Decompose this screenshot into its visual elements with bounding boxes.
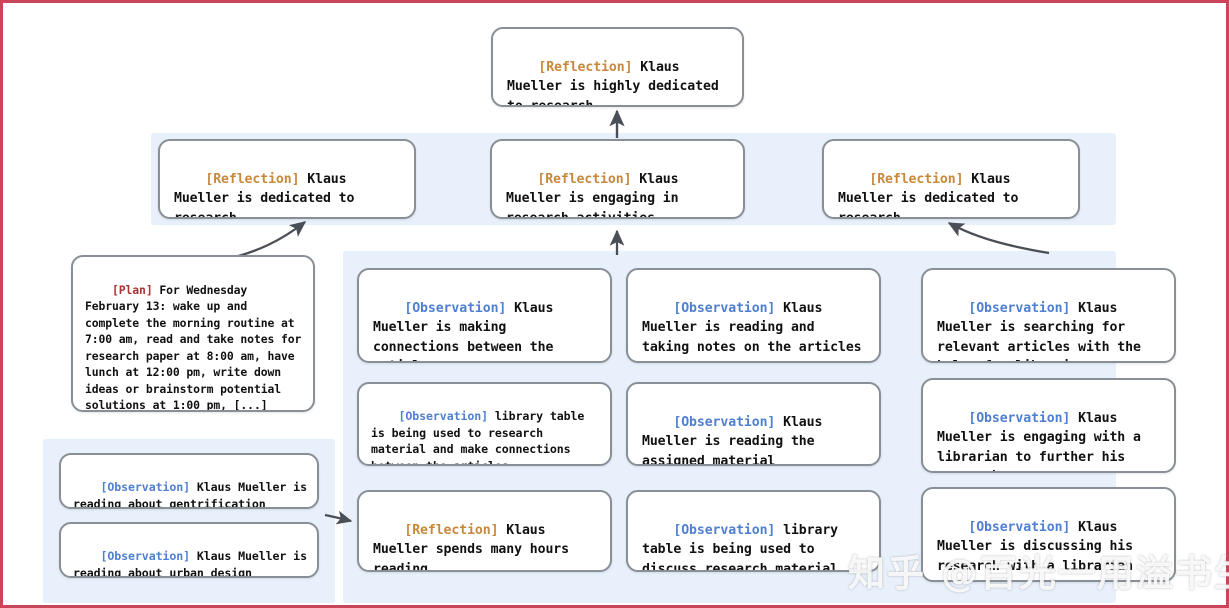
node-text: Klaus Mueller is reading about urban des… bbox=[73, 549, 314, 578]
node-text: Klaus Mueller is engaging in research ac… bbox=[506, 171, 687, 219]
tag-reflection: [Reflection] bbox=[404, 522, 499, 538]
node-text: library table is being used to research … bbox=[371, 409, 592, 466]
node-text: Klaus Mueller is searching for relevant … bbox=[937, 300, 1141, 361]
node-root-reflection[interactable]: [Reflection] Klaus Mueller is highly ded… bbox=[491, 27, 744, 107]
tag-observation: [Observation] bbox=[100, 549, 191, 564]
tag-observation: [Observation] bbox=[673, 522, 776, 538]
node-col-a-reflection[interactable]: [Reflection] Klaus Mueller spends many h… bbox=[357, 490, 612, 572]
node-col-c-observation-1[interactable]: [Observation] Klaus Mueller is searching… bbox=[921, 268, 1176, 363]
node-col-b-observation-3[interactable]: [Observation] library table is being use… bbox=[626, 490, 881, 572]
node-left-observation-1[interactable]: [Observation] Klaus Mueller is reading a… bbox=[59, 453, 319, 509]
node-col-c-observation-3[interactable]: [Observation] Klaus Mueller is discussin… bbox=[921, 487, 1176, 582]
tag-observation: [Observation] bbox=[100, 480, 191, 495]
node-text: library table is being used to discuss r… bbox=[642, 522, 846, 572]
node-text: Klaus Mueller is engaging with a librari… bbox=[937, 410, 1141, 471]
node-col-a-observation-1[interactable]: [Observation] Klaus Mueller is making co… bbox=[357, 268, 612, 363]
node-reflection-right[interactable]: [Reflection] Klaus Mueller is dedicated … bbox=[822, 139, 1080, 219]
tag-observation: [Observation] bbox=[398, 409, 489, 424]
arrow-colc-to-reflection-right bbox=[947, 221, 1050, 255]
tag-observation: [Observation] bbox=[968, 519, 1071, 535]
node-text: For Wednesday February 13: wake up and c… bbox=[85, 282, 309, 412]
node-reflection-left[interactable]: [Reflection] Klaus Mueller is dedicated … bbox=[158, 139, 416, 219]
node-left-observation-2[interactable]: [Observation] Klaus Mueller is reading a… bbox=[59, 522, 319, 578]
tag-observation: [Observation] bbox=[673, 414, 776, 430]
node-text: Klaus Mueller is reading the assigned ma… bbox=[642, 414, 831, 466]
node-plan[interactable]: [Plan] For Wednesday February 13: wake u… bbox=[71, 255, 315, 412]
tag-reflection: [Reflection] bbox=[869, 171, 964, 187]
node-col-c-observation-2[interactable]: [Observation] Klaus Mueller is engaging … bbox=[921, 378, 1176, 473]
tag-observation: [Observation] bbox=[968, 410, 1071, 426]
tag-plan: [Plan] bbox=[112, 282, 153, 297]
tag-reflection: [Reflection] bbox=[538, 59, 633, 75]
node-col-b-observation-1[interactable]: [Observation] Klaus Mueller is reading a… bbox=[626, 268, 881, 363]
tag-reflection: [Reflection] bbox=[205, 171, 300, 187]
tag-observation: [Observation] bbox=[404, 300, 507, 316]
node-text: Klaus Mueller is discussing his research… bbox=[937, 519, 1141, 574]
node-text: Klaus Mueller is reading and taking note… bbox=[642, 300, 862, 355]
node-col-b-observation-2[interactable]: [Observation] Klaus Mueller is reading t… bbox=[626, 382, 881, 466]
tag-observation: [Observation] bbox=[968, 300, 1071, 316]
node-col-a-observation-2[interactable]: [Observation] library table is being use… bbox=[357, 382, 612, 466]
node-text: Klaus Mueller is dedicated to research bbox=[838, 171, 1027, 219]
tag-observation: [Observation] bbox=[673, 300, 776, 316]
node-text: Klaus Mueller is making connections betw… bbox=[373, 300, 554, 361]
node-text: Klaus Mueller is highly dedicated to res… bbox=[507, 59, 727, 107]
node-reflection-center[interactable]: [Reflection] Klaus Mueller is engaging i… bbox=[490, 139, 745, 219]
node-text: Klaus Mueller is dedicated to research bbox=[174, 171, 363, 219]
diagram-canvas: [Reflection] Klaus Mueller is highly ded… bbox=[3, 3, 1229, 605]
node-text: Klaus Mueller spends many hours reading bbox=[373, 522, 577, 572]
tag-reflection: [Reflection] bbox=[537, 171, 632, 187]
node-text: Klaus Mueller is reading about gentrific… bbox=[73, 480, 314, 509]
